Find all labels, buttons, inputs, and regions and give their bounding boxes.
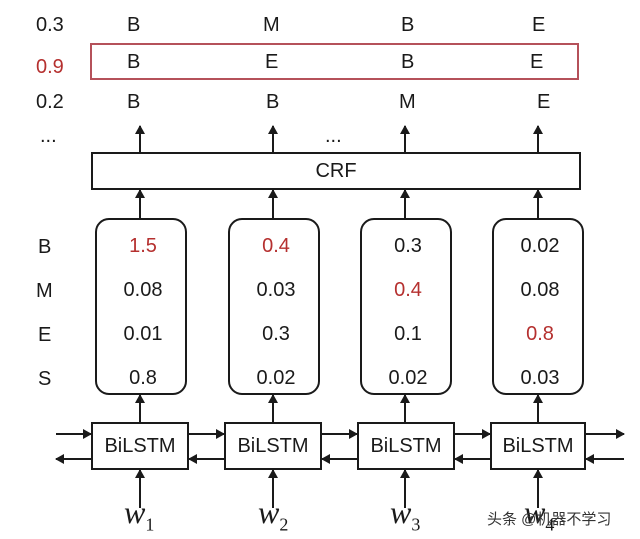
bilstm-label: BiLSTM xyxy=(104,434,176,457)
score-value: 0.08 xyxy=(520,279,560,301)
sequence-score: 0.9 xyxy=(36,56,64,78)
score-value: 0.02 xyxy=(520,235,560,257)
score-value: 0.4 xyxy=(394,279,422,301)
tag-label: E xyxy=(38,324,52,346)
tag-label: B xyxy=(38,236,52,258)
sequence-tag: E xyxy=(532,14,546,36)
sequence-tag: M xyxy=(399,91,416,113)
watermark: 头条 @机器不学习 xyxy=(487,511,612,528)
score-value: 0.02 xyxy=(256,367,296,389)
score-value: 0.08 xyxy=(123,279,163,301)
emission-score-box: 1.5 0.08 0.01 0.8 xyxy=(95,218,187,395)
score-value: 0.4 xyxy=(262,235,290,257)
bilstm-cell: BiLSTM xyxy=(357,422,455,470)
score-value: 0.01 xyxy=(123,323,163,345)
input-word: w2 xyxy=(258,494,289,535)
sequence-tag: E xyxy=(537,91,551,113)
emission-score-box: 0.02 0.08 0.8 0.03 xyxy=(492,218,584,395)
score-value: 0.8 xyxy=(129,367,157,389)
tag-label: S xyxy=(38,368,52,390)
crf-layer: CRF xyxy=(91,152,581,190)
sequence-score: 0.3 xyxy=(36,14,64,36)
bilstm-cell: BiLSTM xyxy=(224,422,322,470)
input-word: w3 xyxy=(390,494,421,535)
ellipsis: ... xyxy=(40,125,57,147)
score-value: 0.3 xyxy=(262,323,290,345)
sequence-tag: B xyxy=(401,14,415,36)
sequence-tag: E xyxy=(530,51,544,73)
sequence-tag: B xyxy=(127,51,141,73)
sequence-tag: M xyxy=(263,14,280,36)
tag-label: M xyxy=(36,280,53,302)
sequence-tag: B xyxy=(266,91,280,113)
emission-score-box: 0.3 0.4 0.1 0.02 xyxy=(360,218,452,395)
crf-label: CRF xyxy=(315,159,357,182)
bilstm-label: BiLSTM xyxy=(370,434,442,457)
sequence-tag: E xyxy=(265,51,279,73)
score-value: 0.03 xyxy=(520,367,560,389)
sequence-tag: B xyxy=(127,91,141,113)
sequence-score: 0.2 xyxy=(36,91,64,113)
bilstm-cell: BiLSTM xyxy=(490,422,586,470)
ellipsis: ... xyxy=(325,125,342,147)
bilstm-cell: BiLSTM xyxy=(91,422,189,470)
emission-score-box: 0.4 0.03 0.3 0.02 xyxy=(228,218,320,395)
score-value: 0.8 xyxy=(526,323,554,345)
sequence-tag: B xyxy=(127,14,141,36)
best-sequence-highlight xyxy=(90,43,579,80)
bilstm-label: BiLSTM xyxy=(237,434,309,457)
score-value: 0.1 xyxy=(394,323,422,345)
score-value: 1.5 xyxy=(129,235,157,257)
score-value: 0.3 xyxy=(394,235,422,257)
input-word: w1 xyxy=(124,494,155,535)
score-value: 0.02 xyxy=(388,367,428,389)
bilstm-label: BiLSTM xyxy=(502,434,574,457)
score-value: 0.03 xyxy=(256,279,296,301)
sequence-tag: B xyxy=(401,51,415,73)
input-word: w4 xyxy=(524,494,555,535)
